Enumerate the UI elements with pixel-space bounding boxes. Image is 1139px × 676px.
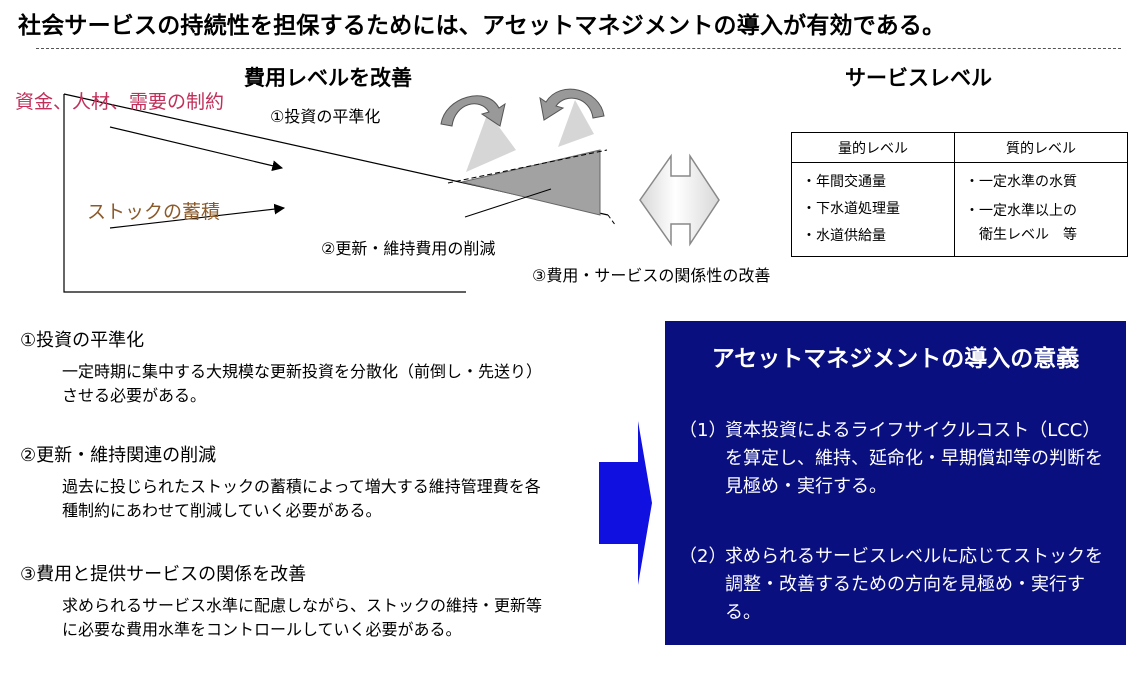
quantitative-cell: ・年間交通量 ・下水道処理量 ・水道供給量 <box>791 162 955 257</box>
stock-arrow <box>109 203 286 229</box>
stock-label: ストックの蓄積 <box>87 201 221 223</box>
point2-label: ②更新・維持費用の削減 <box>321 239 496 258</box>
significance-item-2-number: （2） <box>679 546 727 567</box>
qualitative-item: ・一定水準以上の <box>965 203 1077 219</box>
significance-item-1-number: （1） <box>679 420 727 441</box>
improvement-dashed-line <box>447 149 608 184</box>
service-heading: サービスレベル <box>845 66 992 90</box>
curved-arrow-right <box>539 88 605 121</box>
curved-arrow-left <box>440 95 506 127</box>
qualitative-item: ・一定水準の水質 <box>965 174 1077 190</box>
significance-title: アセットマネジメントの導入の意義 <box>711 346 1080 372</box>
significance-item-1: （1） 資本投資によるライフサイクルコスト（LCC）を算定し、維持、延命化・早期… <box>679 417 1109 501</box>
cost-heading: 費用レベルを改善 <box>244 66 412 90</box>
quantitative-item: ・下水道処理量 <box>802 201 900 217</box>
investment-peak-right <box>558 100 594 147</box>
significance-item-2: （2） 求められるサービスレベルに応じてストックを調整・改善するための方向を見極… <box>679 543 1109 627</box>
section-3-body: 求められるサービス水準に配慮しながら、ストックの維持・更新等に必要な費用水準をコ… <box>62 596 543 639</box>
section-2-body: 過去に投じられたストックの蓄積によって増大する維持管理費を各種制約にあわせて削減… <box>62 477 541 520</box>
quantitative-item: ・年間交通量 <box>802 174 886 190</box>
significance-box: アセットマネジメントの導入の意義 （1） 資本投資によるライフサイクルコスト（L… <box>665 321 1126 645</box>
point3-label: ③費用・サービスの関係性の改善 <box>532 266 771 285</box>
service-level-table: 量的レベル 質的レベル ・年間交通量 ・下水道処理量 ・水道供給量 ・一定水準の… <box>791 132 1128 257</box>
double-arrow <box>639 153 720 247</box>
table-header-qualitative: 質的レベル <box>954 132 1128 163</box>
significance-item-2-text: 求められるサービスレベルに応じてストックを調整・改善するための方向を見極め・実行… <box>725 546 1103 623</box>
significance-item-1-text: 資本投資によるライフサイクルコスト（LCC）を算定し、維持、延命化・早期償却等の… <box>725 420 1103 497</box>
qualitative-cell: ・一定水準の水質 ・一定水準以上の 衛生レベル 等 <box>954 162 1128 257</box>
constraints-label: 資金、人材、需要の制約 <box>15 91 225 113</box>
section-1-body: 一定時期に集中する大規模な更新投資を分散化（前倒し・先送り）させる必要がある。 <box>62 362 543 405</box>
frame-dash <box>607 214 617 227</box>
qualitative-item: 衛生レベル 等 <box>965 227 1077 243</box>
investment-peak-left <box>466 112 516 172</box>
quantitative-item: ・水道供給量 <box>802 228 886 244</box>
blue-right-arrow <box>599 421 652 585</box>
section-3-heading: ③費用と提供サービスの関係を改善 <box>20 564 307 585</box>
wedge-pointer-line <box>464 188 552 218</box>
constraint-arrow <box>109 126 284 171</box>
point1-label: ①投資の平準化 <box>270 107 381 126</box>
table-header-quantitative: 量的レベル <box>791 132 955 163</box>
section-1-heading: ①投資の平準化 <box>20 330 145 351</box>
section-2-heading: ②更新・維持関連の削減 <box>20 445 217 466</box>
title-divider <box>36 48 1121 49</box>
page-title: 社会サービスの持続性を担保するためには、アセットマネジメントの導入が有効である。 <box>18 13 946 39</box>
